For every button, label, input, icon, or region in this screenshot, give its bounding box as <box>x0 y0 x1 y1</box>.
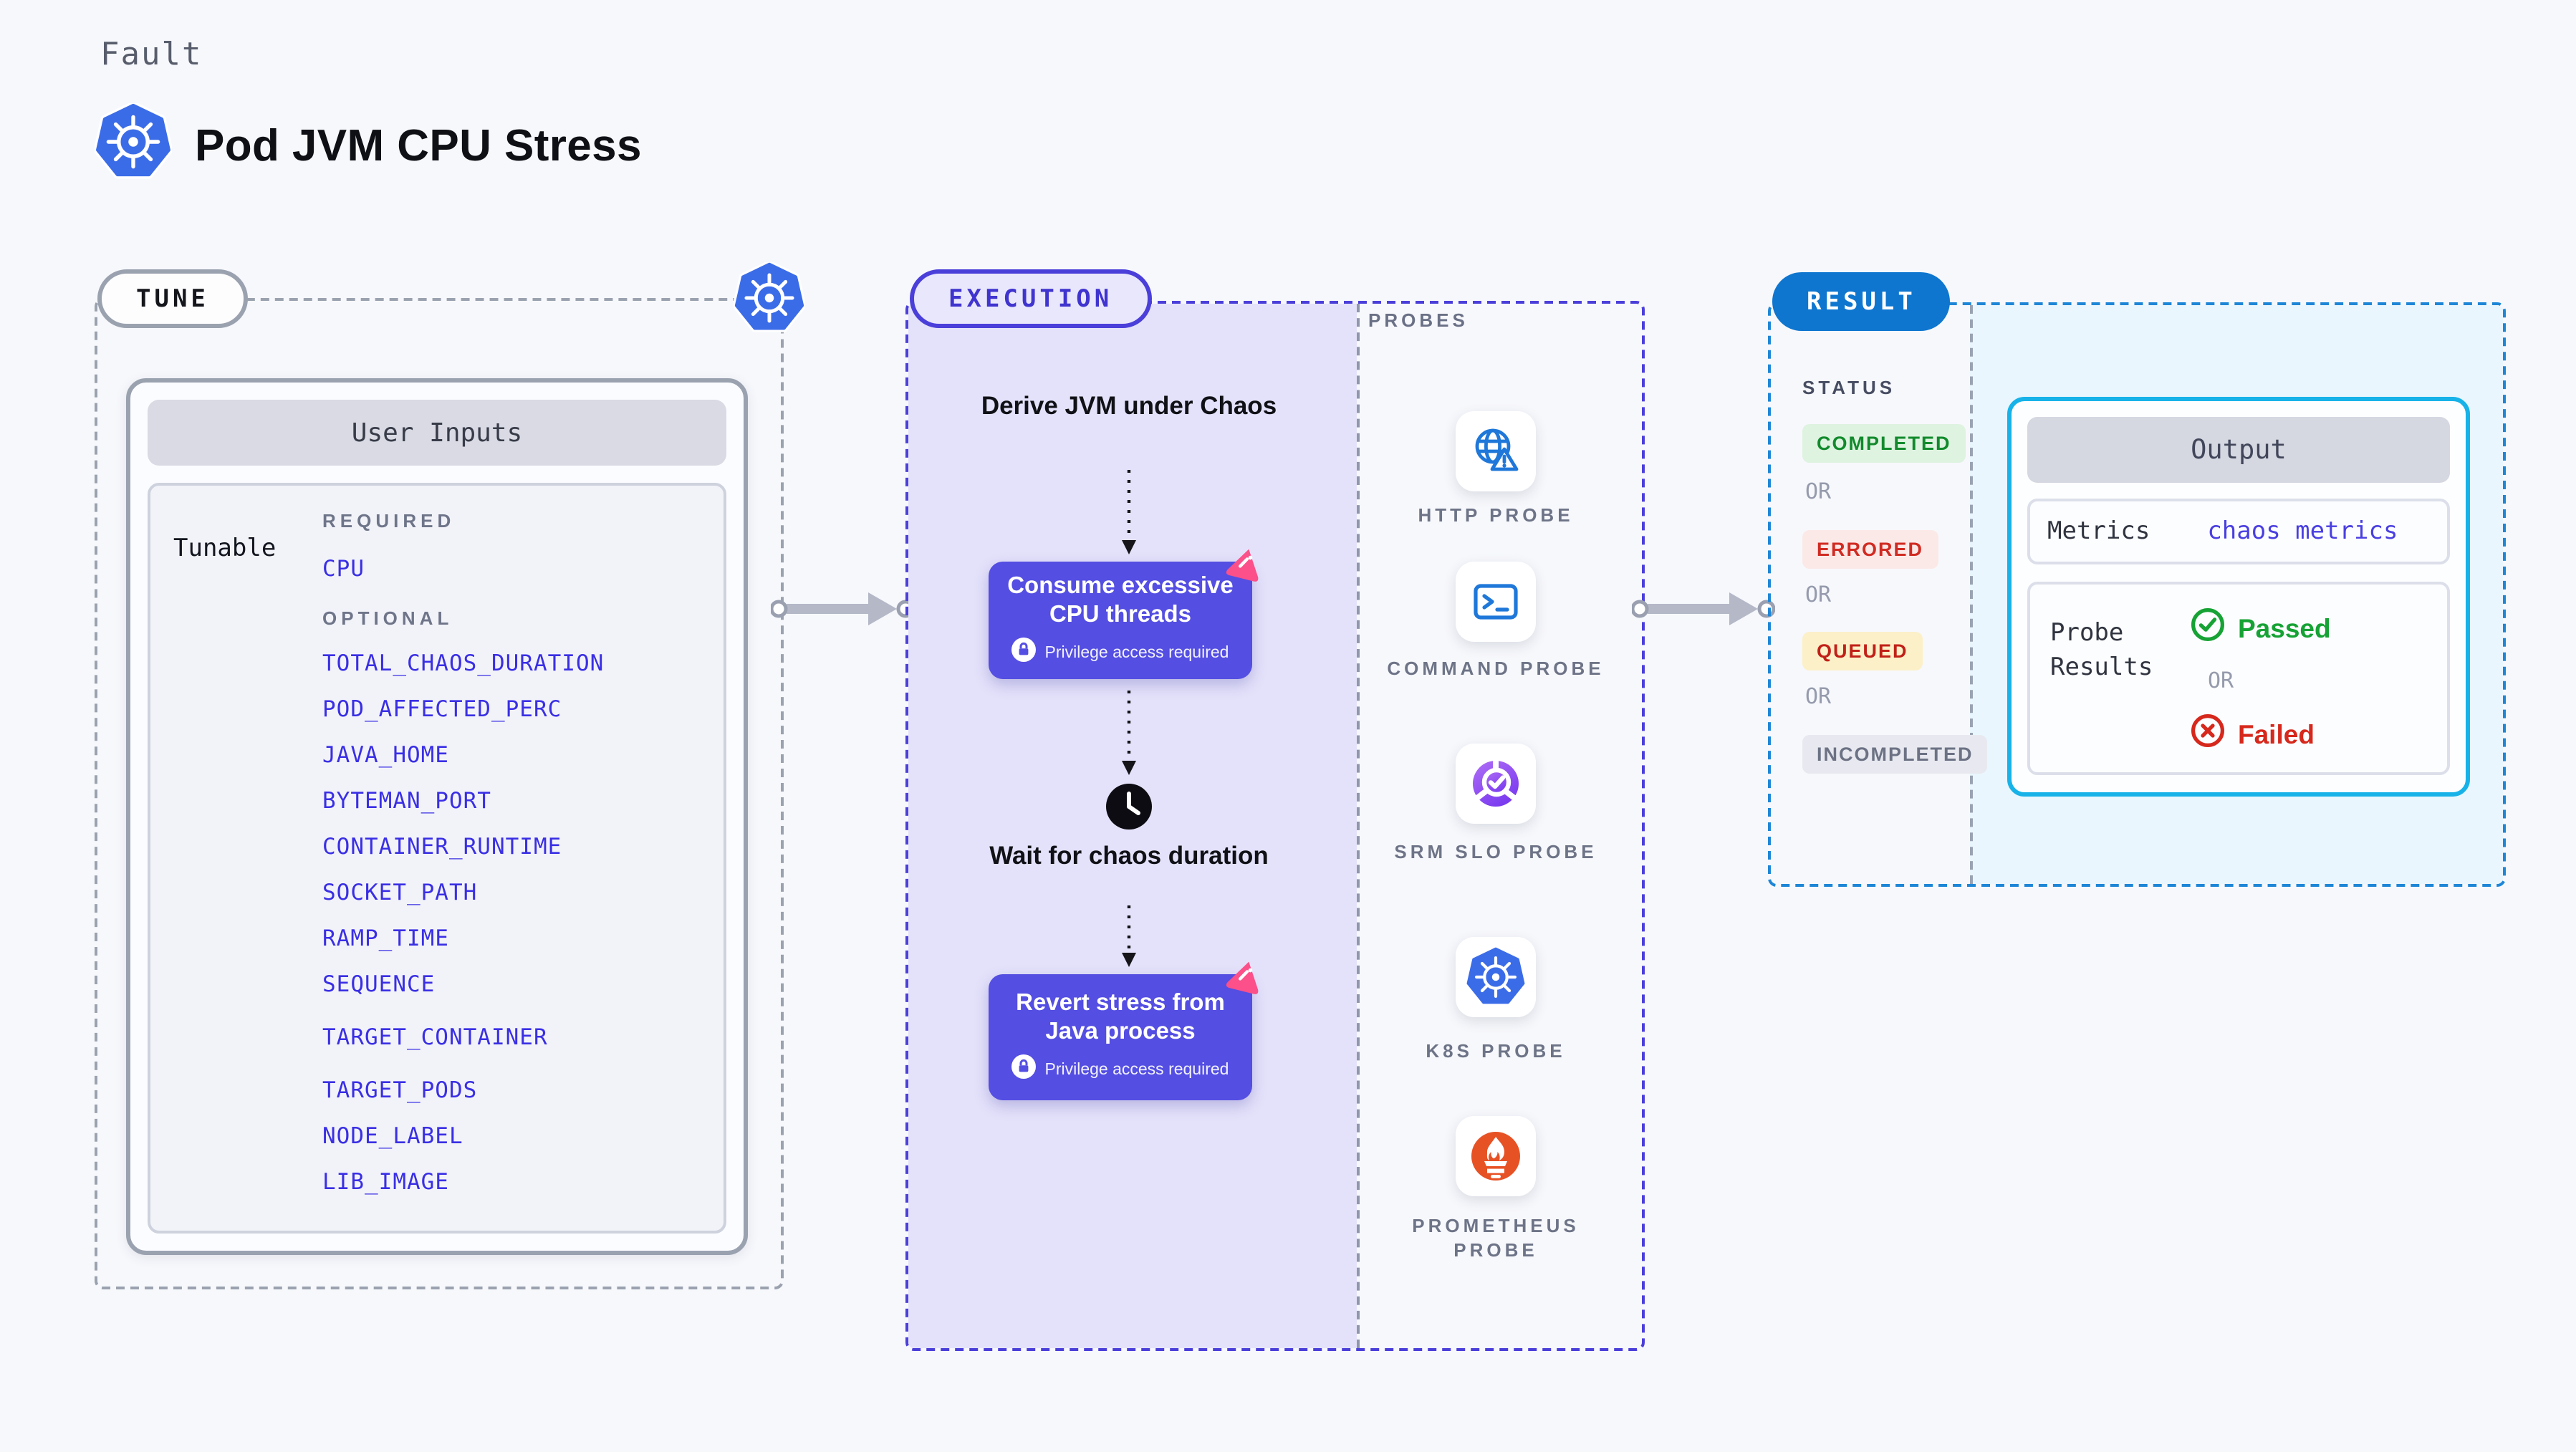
result-status-divider <box>1970 305 1973 884</box>
x-circle-icon <box>2191 713 2225 755</box>
optional-label: OPTIONAL <box>322 607 453 629</box>
status-badge-queued: QUEUED <box>1802 632 1923 670</box>
param-item: TARGET_CONTAINER <box>322 1024 548 1050</box>
page-title-row: Pod JVM CPU Stress <box>93 101 642 188</box>
flow-arrow-down-icon <box>1119 467 1139 563</box>
lock-icon <box>1011 638 1037 669</box>
step-consume-cpu-label: Consume excessive CPU threads <box>1007 573 1234 628</box>
step-consume-cpu-box: Consume excessive CPU threads Privilege … <box>989 549 1259 679</box>
execution-to-result-arrow <box>1630 589 1776 636</box>
http-probe-icon <box>1456 411 1536 491</box>
flow-arrow-down-icon <box>1119 903 1139 976</box>
check-circle-icon <box>2191 607 2225 649</box>
param-item: CONTAINER_RUNTIME <box>322 834 562 860</box>
param-item: SOCKET_PATH <box>322 880 478 905</box>
param-item: CPU <box>322 556 365 582</box>
tunable-params-list: REQUIRED CPU OPTIONAL TOTAL_CHAOS_DURATI… <box>322 509 604 1195</box>
probe-results-label: Probe Results <box>2050 619 2153 682</box>
status-label: STATUS <box>1802 377 1896 398</box>
output-panel: Output Metrics chaos metrics Probe Resul… <box>2007 397 2470 797</box>
or-label: OR <box>2208 668 2234 693</box>
kubernetes-icon <box>732 260 807 341</box>
probes-label: PROBES <box>1368 309 1469 331</box>
srm-slo-probe-icon <box>1456 744 1536 824</box>
step-revert-stress-box: Revert stress from Java process Privileg… <box>989 961 1259 1100</box>
privilege-note-row: Privilege access required <box>1011 638 1229 669</box>
chaos-corner-icon <box>1225 544 1265 592</box>
param-item: JAVA_HOME <box>322 742 449 768</box>
or-label: OR <box>1805 683 1832 709</box>
command-probe-icon <box>1456 562 1536 642</box>
tune-badge: TUNE <box>97 269 248 328</box>
lock-icon <box>1011 1054 1037 1086</box>
metrics-label: Metrics <box>2047 517 2150 546</box>
page-title: Pod JVM CPU Stress <box>195 120 642 170</box>
status-badge-completed: COMPLETED <box>1802 424 1966 463</box>
probe-result-failed-row: Failed <box>2191 713 2315 755</box>
result-badge: RESULT <box>1772 272 1951 331</box>
step-wait-duration: Wait for chaos duration <box>989 841 1269 870</box>
probe-label: HTTP PROBE <box>1418 504 1574 526</box>
privilege-note-row: Privilege access required <box>1011 1054 1229 1086</box>
probe-label: COMMAND PROBE <box>1387 658 1605 679</box>
probe-results-box: Probe Results Passed OR <box>2027 582 2450 775</box>
step-derive-jvm: Derive JVM under Chaos <box>981 391 1277 420</box>
metrics-row: Metrics chaos metrics <box>2027 499 2450 564</box>
or-label: OR <box>1805 582 1832 607</box>
param-item: LIB_IMAGE <box>322 1169 449 1195</box>
probe-label: K8S PROBE <box>1426 1040 1566 1062</box>
status-badge-incompleted: INCOMPLETED <box>1802 735 1988 774</box>
param-item: SEQUENCE <box>322 971 436 997</box>
param-item: POD_AFFECTED_PERC <box>322 696 562 722</box>
execution-badge: EXECUTION <box>910 269 1152 328</box>
probe-label: PROMETHEUS PROBE <box>1412 1215 1580 1261</box>
probe-label: SRM SLO PROBE <box>1394 841 1597 862</box>
clock-icon <box>1105 782 1153 838</box>
user-inputs-title: User Inputs <box>148 400 726 466</box>
probe-result-passed-row: Passed <box>2191 607 2331 649</box>
param-item: BYTEMAN_PORT <box>322 788 491 814</box>
output-title: Output <box>2027 417 2450 483</box>
param-item: RAMP_TIME <box>322 925 449 951</box>
param-item: NODE_LABEL <box>322 1123 463 1149</box>
passed-label: Passed <box>2238 612 2331 643</box>
status-badge-errored: ERRORED <box>1802 530 1938 569</box>
metrics-value: chaos metrics <box>2207 517 2398 546</box>
required-label: REQUIRED <box>322 510 456 532</box>
result-section-box: STATUS COMPLETED OR ERRORED OR QUEUED OR… <box>1768 302 2506 887</box>
user-inputs-card: User Inputs Tunable REQUIRED CPU OPTIONA… <box>126 378 748 1255</box>
step-revert-stress-label: Revert stress from Java process <box>1016 990 1225 1044</box>
param-item: TARGET_PODS <box>322 1077 478 1103</box>
privilege-note: Privilege access required <box>1044 1062 1229 1079</box>
execution-probes-divider <box>1357 304 1360 1348</box>
or-label: OR <box>1805 479 1832 504</box>
k8s-probe-icon <box>1456 937 1536 1017</box>
flow-arrow-down-icon <box>1119 688 1139 784</box>
chaos-corner-icon <box>1225 957 1265 1004</box>
tunable-label: Tunable <box>173 534 277 563</box>
tune-to-execution-arrow <box>769 589 915 636</box>
prometheus-probe-icon <box>1456 1116 1536 1196</box>
kubernetes-icon <box>93 101 173 188</box>
fault-kicker: Fault <box>100 37 203 73</box>
privilege-note: Privilege access required <box>1044 645 1229 662</box>
tune-section-box <box>95 298 784 1289</box>
param-item: TOTAL_CHAOS_DURATION <box>322 650 605 676</box>
failed-label: Failed <box>2238 718 2315 749</box>
user-inputs-body: Tunable REQUIRED CPU OPTIONAL TOTAL_CHAO… <box>148 483 726 1234</box>
